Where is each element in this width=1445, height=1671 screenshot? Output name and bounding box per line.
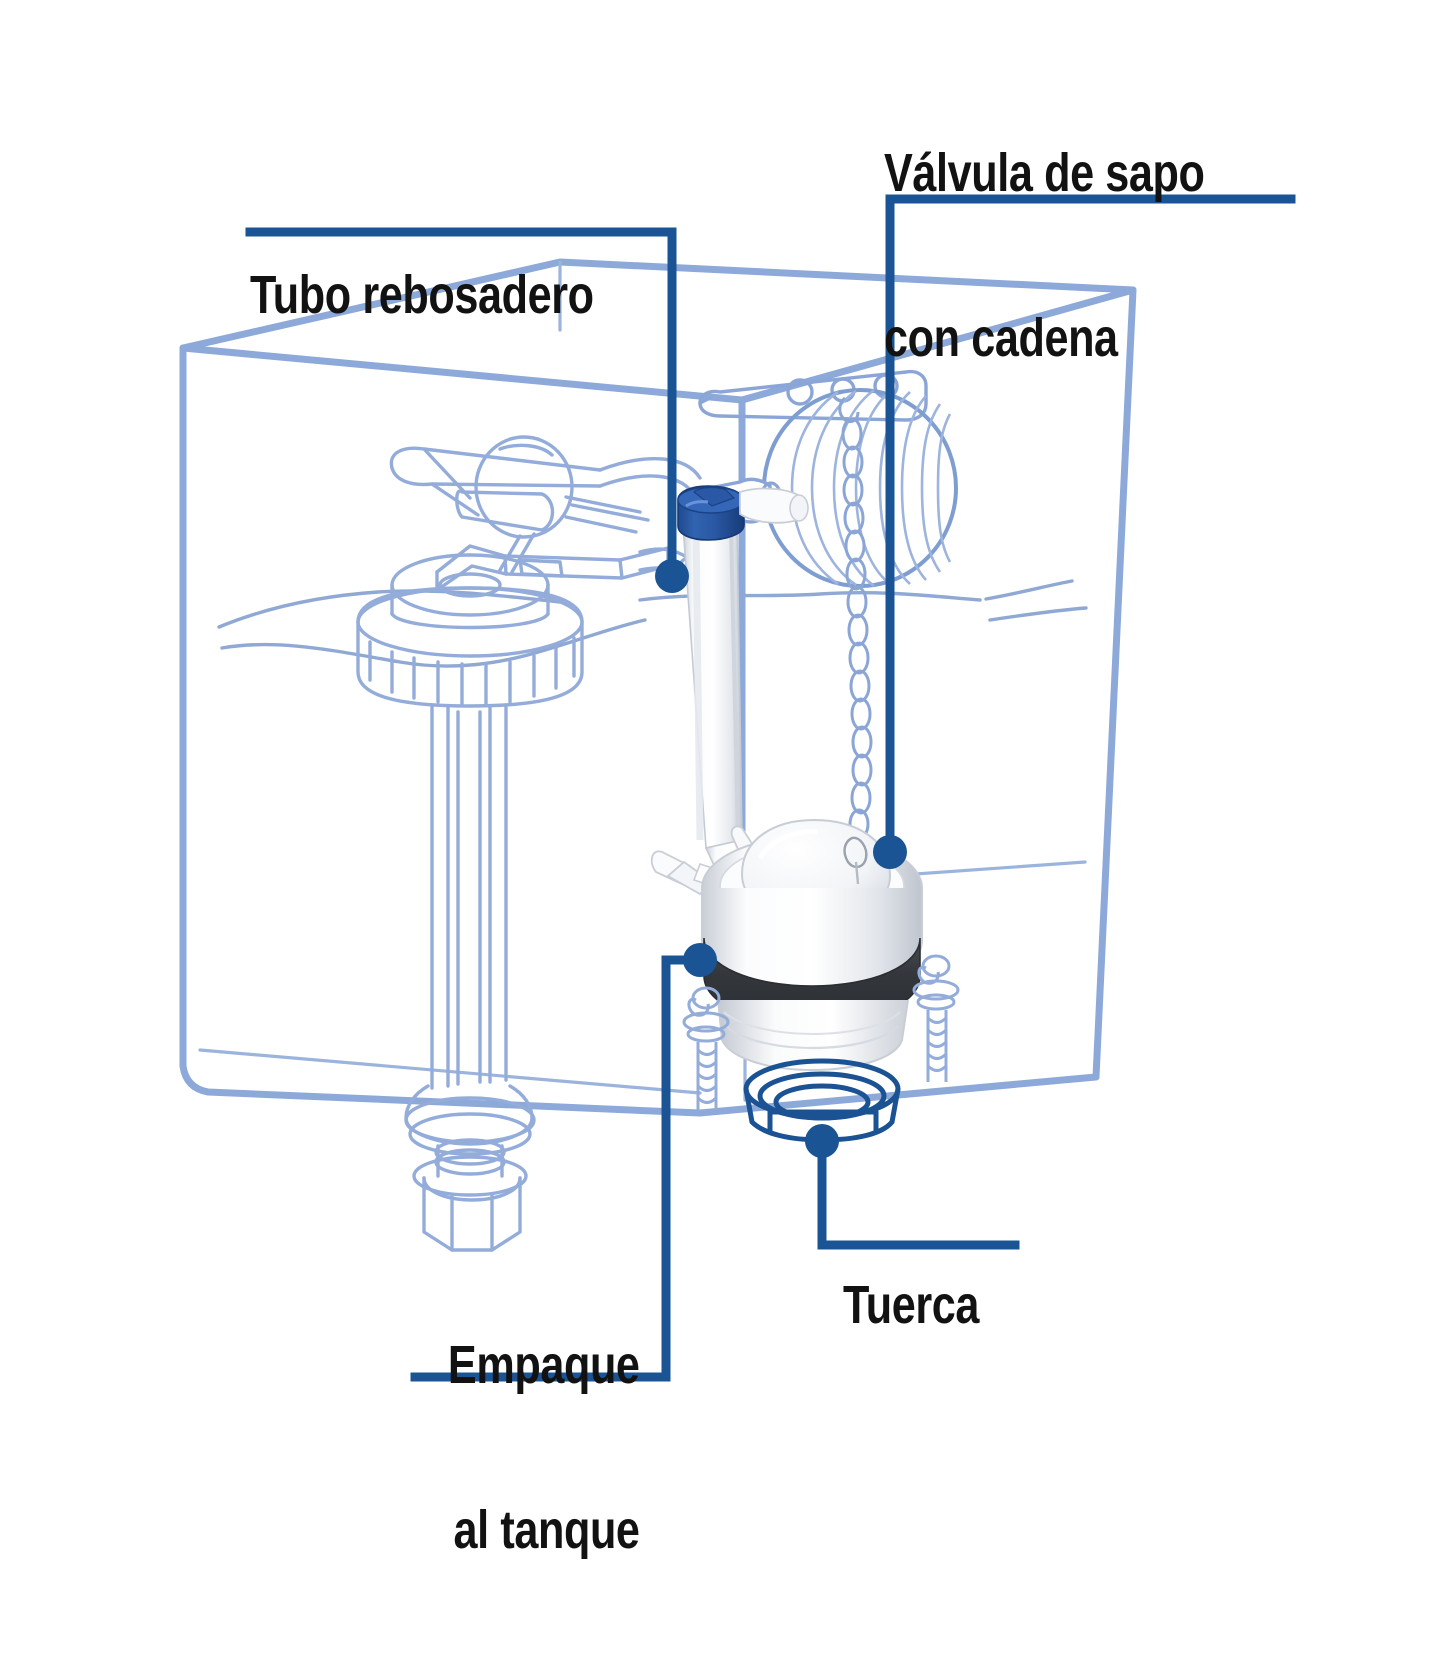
label-empaque-al-tanque-line-1: Empaque	[448, 1335, 640, 1396]
toilet-tank-diagram-svg	[179, 194, 1296, 1382]
overflow-tube	[677, 485, 809, 902]
callout-leaders	[245, 194, 1296, 1382]
label-tuerca-line-1: Tuerca	[843, 1275, 980, 1336]
label-empaque-al-tanque: Empaque al tanque	[448, 1228, 640, 1669]
fill-valve	[356, 435, 708, 1252]
flapper-valve	[650, 818, 923, 1072]
label-valvula-de-sapo-con-cadena: Válvula de sapo con cadena	[884, 36, 1205, 477]
label-tuerca: Tuerca	[843, 1168, 979, 1443]
leader-tuerca	[817, 1136, 1020, 1250]
label-valvula-de-sapo-line-2: con cadena	[884, 308, 1118, 369]
diagram-canvas: Tubo rebosadero Válvula de sapo con cade…	[179, 36, 1296, 1558]
dot-empaque-al-tanque	[683, 943, 717, 977]
dot-tubo-rebosadero	[655, 559, 689, 593]
tank-bolts	[682, 954, 960, 1110]
leader-tubo-rebosadero	[245, 227, 677, 575]
label-empaque-al-tanque-line-2: al tanque	[453, 1500, 640, 1561]
label-tubo-rebosadero-line-1: Tubo rebosadero	[250, 265, 594, 326]
dot-tuerca	[805, 1124, 839, 1158]
water-line	[217, 579, 1088, 668]
leader-empaque-al-tanque	[410, 955, 699, 1382]
callout-dots	[655, 559, 907, 1158]
label-tubo-rebosadero: Tubo rebosadero	[250, 158, 594, 433]
leader-valvula-de-sapo	[885, 194, 1296, 853]
dot-valvula-de-sapo	[873, 835, 907, 869]
label-valvula-de-sapo-line-1: Válvula de sapo	[884, 143, 1205, 204]
chain	[838, 396, 873, 864]
